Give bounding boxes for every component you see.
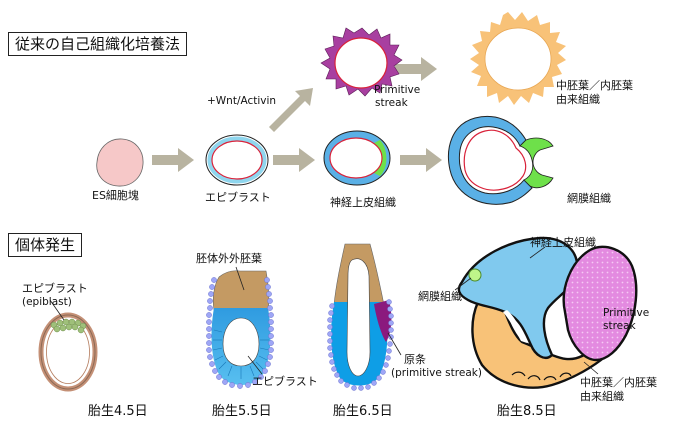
- label-neuroepithelium: 神経上皮組織: [330, 196, 396, 209]
- label-primitive-streak-line2: streak: [375, 97, 408, 110]
- label-epiblast: エピブラスト: [205, 191, 271, 204]
- label-mesoderm-line1: 中胚葉／内胚葉: [556, 79, 633, 92]
- section-title-development: 個体発生: [8, 233, 82, 257]
- label-primitive-streak-e65-line1: 原条: [404, 353, 426, 366]
- section-title-conventional: 従来の自己組織化培養法: [8, 32, 187, 56]
- label-epiblast-e55: エピブラスト: [252, 375, 318, 388]
- label-wnt-activin: +Wnt/Activin: [207, 95, 276, 108]
- retina-organoid: [448, 116, 553, 204]
- arrow-neuro-to-retina: [400, 148, 442, 172]
- embryo-e65: [328, 244, 394, 391]
- arrow-epi-to-neuro: [273, 148, 315, 172]
- label-mesoderm-e85-line2: 由来組織: [580, 390, 624, 403]
- embryo-e45: [41, 315, 95, 389]
- label-es-cell: ES細胞塊: [92, 189, 139, 202]
- stage-label-e45: 胎生4.5日: [88, 404, 148, 420]
- arrow-es-to-epi: [152, 148, 194, 172]
- mesoderm-cyst: [470, 12, 566, 105]
- neuroepithelium-cyst: [324, 131, 390, 185]
- label-primitive-streak-e65-line2: (primitive streak): [391, 367, 482, 380]
- epiblast-cyst: [206, 135, 268, 185]
- stage-label-e85: 胎生8.5日: [497, 404, 557, 420]
- embryo-e55: [206, 271, 273, 389]
- stage-label-e55: 胎生5.5日: [212, 404, 272, 420]
- es-cell-aggregate: [97, 139, 143, 186]
- label-retina-e85: 網膜組織: [418, 290, 462, 303]
- label-extraembryonic-ectoderm: 胚体外外胚葉: [196, 252, 262, 265]
- label-epiblast-e45-line2: (epiblast): [22, 296, 72, 309]
- label-neuroepithelium-e85: 神経上皮組織: [530, 236, 596, 249]
- label-mesoderm-e85-line1: 中胚葉／内胚葉: [580, 376, 657, 389]
- label-mesoderm-line2: 由来組織: [556, 93, 600, 106]
- label-retina: 網膜組織: [567, 192, 611, 205]
- stage-label-e65: 胎生6.5日: [333, 404, 393, 420]
- label-primitive-streak-line1: Primitive: [374, 84, 420, 97]
- label-epiblast-e45-line1: エピブラスト: [22, 282, 88, 295]
- label-primitive-streak-e85-line2: streak: [603, 320, 636, 333]
- label-primitive-streak-e85-line1: Primitive: [603, 307, 649, 320]
